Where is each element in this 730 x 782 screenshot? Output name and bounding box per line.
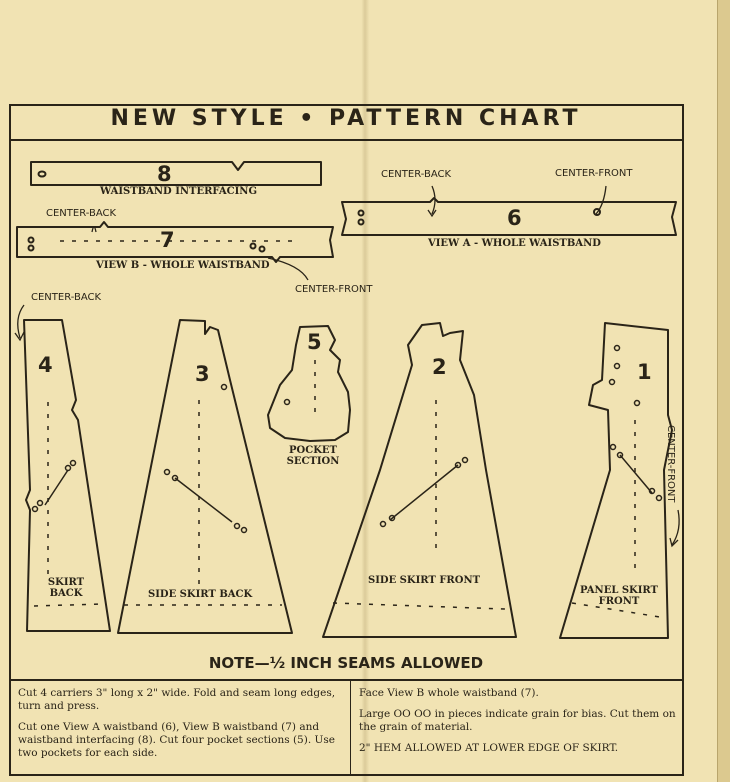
piece-5-label-line1: POCKET [289, 445, 337, 456]
instruction-hem: 2" HEM ALLOWED AT LOWER EDGE OF SKIRT. [359, 742, 619, 754]
piece-7-label: VIEW B - WHOLE WAISTBAND [96, 260, 270, 271]
title-rule [9, 139, 684, 141]
piece-5-label-line2: SECTION [286, 456, 340, 467]
piece-8-label: WAISTBAND INTERFACING [100, 186, 257, 197]
instruction-bias: Large OO OO in pieces indicate grain for… [359, 708, 676, 733]
piece-5-label: POCKET SECTION [283, 445, 343, 467]
center-back-label-4: CENTER-BACK [31, 292, 102, 303]
piece-6-label: VIEW A - WHOLE WAISTBAND [428, 238, 601, 249]
piece-2-number: 2 [432, 355, 447, 379]
piece-8-outline [30, 161, 322, 186]
piece-2-outline [322, 322, 517, 638]
piece-7-number: 7 [160, 228, 175, 252]
piece-1-label-line2: FRONT [598, 596, 640, 607]
piece-4-outline [23, 319, 111, 632]
instructions-divider [350, 681, 351, 776]
seam-note: NOTE—½ INCH SEAMS ALLOWED [208, 654, 484, 672]
instructions-left: Cut 4 carriers 3" long x 2" wide. Fold a… [18, 687, 348, 768]
piece-1-number: 1 [637, 360, 652, 384]
piece-4-label-line1: SKIRT [47, 577, 85, 588]
chart-title: NEW STYLE • PATTERN CHART [110, 106, 582, 131]
piece-5-outline [267, 325, 351, 442]
instruction-cutting: Cut one View A waistband (6), View B wai… [18, 721, 335, 759]
center-front-label-7: CENTER-FRONT [295, 284, 373, 295]
center-back-label-6: CENTER-BACK [381, 169, 452, 180]
piece-8-number: 8 [157, 162, 172, 186]
instructions-right: Face View B whole waistband (7). Large O… [359, 687, 677, 763]
piece-6-number: 6 [507, 206, 522, 230]
piece-1-label: PANEL SKIRT FRONT [574, 585, 664, 607]
piece-2-label: SIDE SKIRT FRONT [368, 575, 481, 586]
center-front-label-1: CENTER-FRONT [665, 425, 676, 503]
paper-edge [717, 0, 730, 782]
piece-1-label-line1: PANEL SKIRT [580, 585, 658, 596]
piece-7-outline [16, 221, 334, 263]
instructions-box: Cut 4 carriers 3" long x 2" wide. Fold a… [9, 679, 684, 776]
instruction-facing: Face View B whole waistband (7). [359, 687, 539, 699]
chart-frame [9, 104, 684, 776]
piece-4-number: 4 [38, 353, 53, 377]
piece-5-number: 5 [307, 330, 322, 354]
center-back-label-7: CENTER-BACK [46, 208, 117, 219]
piece-6-outline [341, 197, 677, 236]
piece-3-outline [117, 319, 293, 634]
piece-1-outline [559, 322, 673, 639]
piece-3-number: 3 [195, 362, 210, 386]
piece-4-label: SKIRT BACK [40, 577, 92, 599]
piece-3-label: SIDE SKIRT BACK [148, 589, 253, 600]
center-front-label-6: CENTER-FRONT [555, 168, 633, 179]
piece-4-label-line2: BACK [49, 588, 83, 599]
instruction-carriers: Cut 4 carriers 3" long x 2" wide. Fold a… [18, 687, 336, 712]
